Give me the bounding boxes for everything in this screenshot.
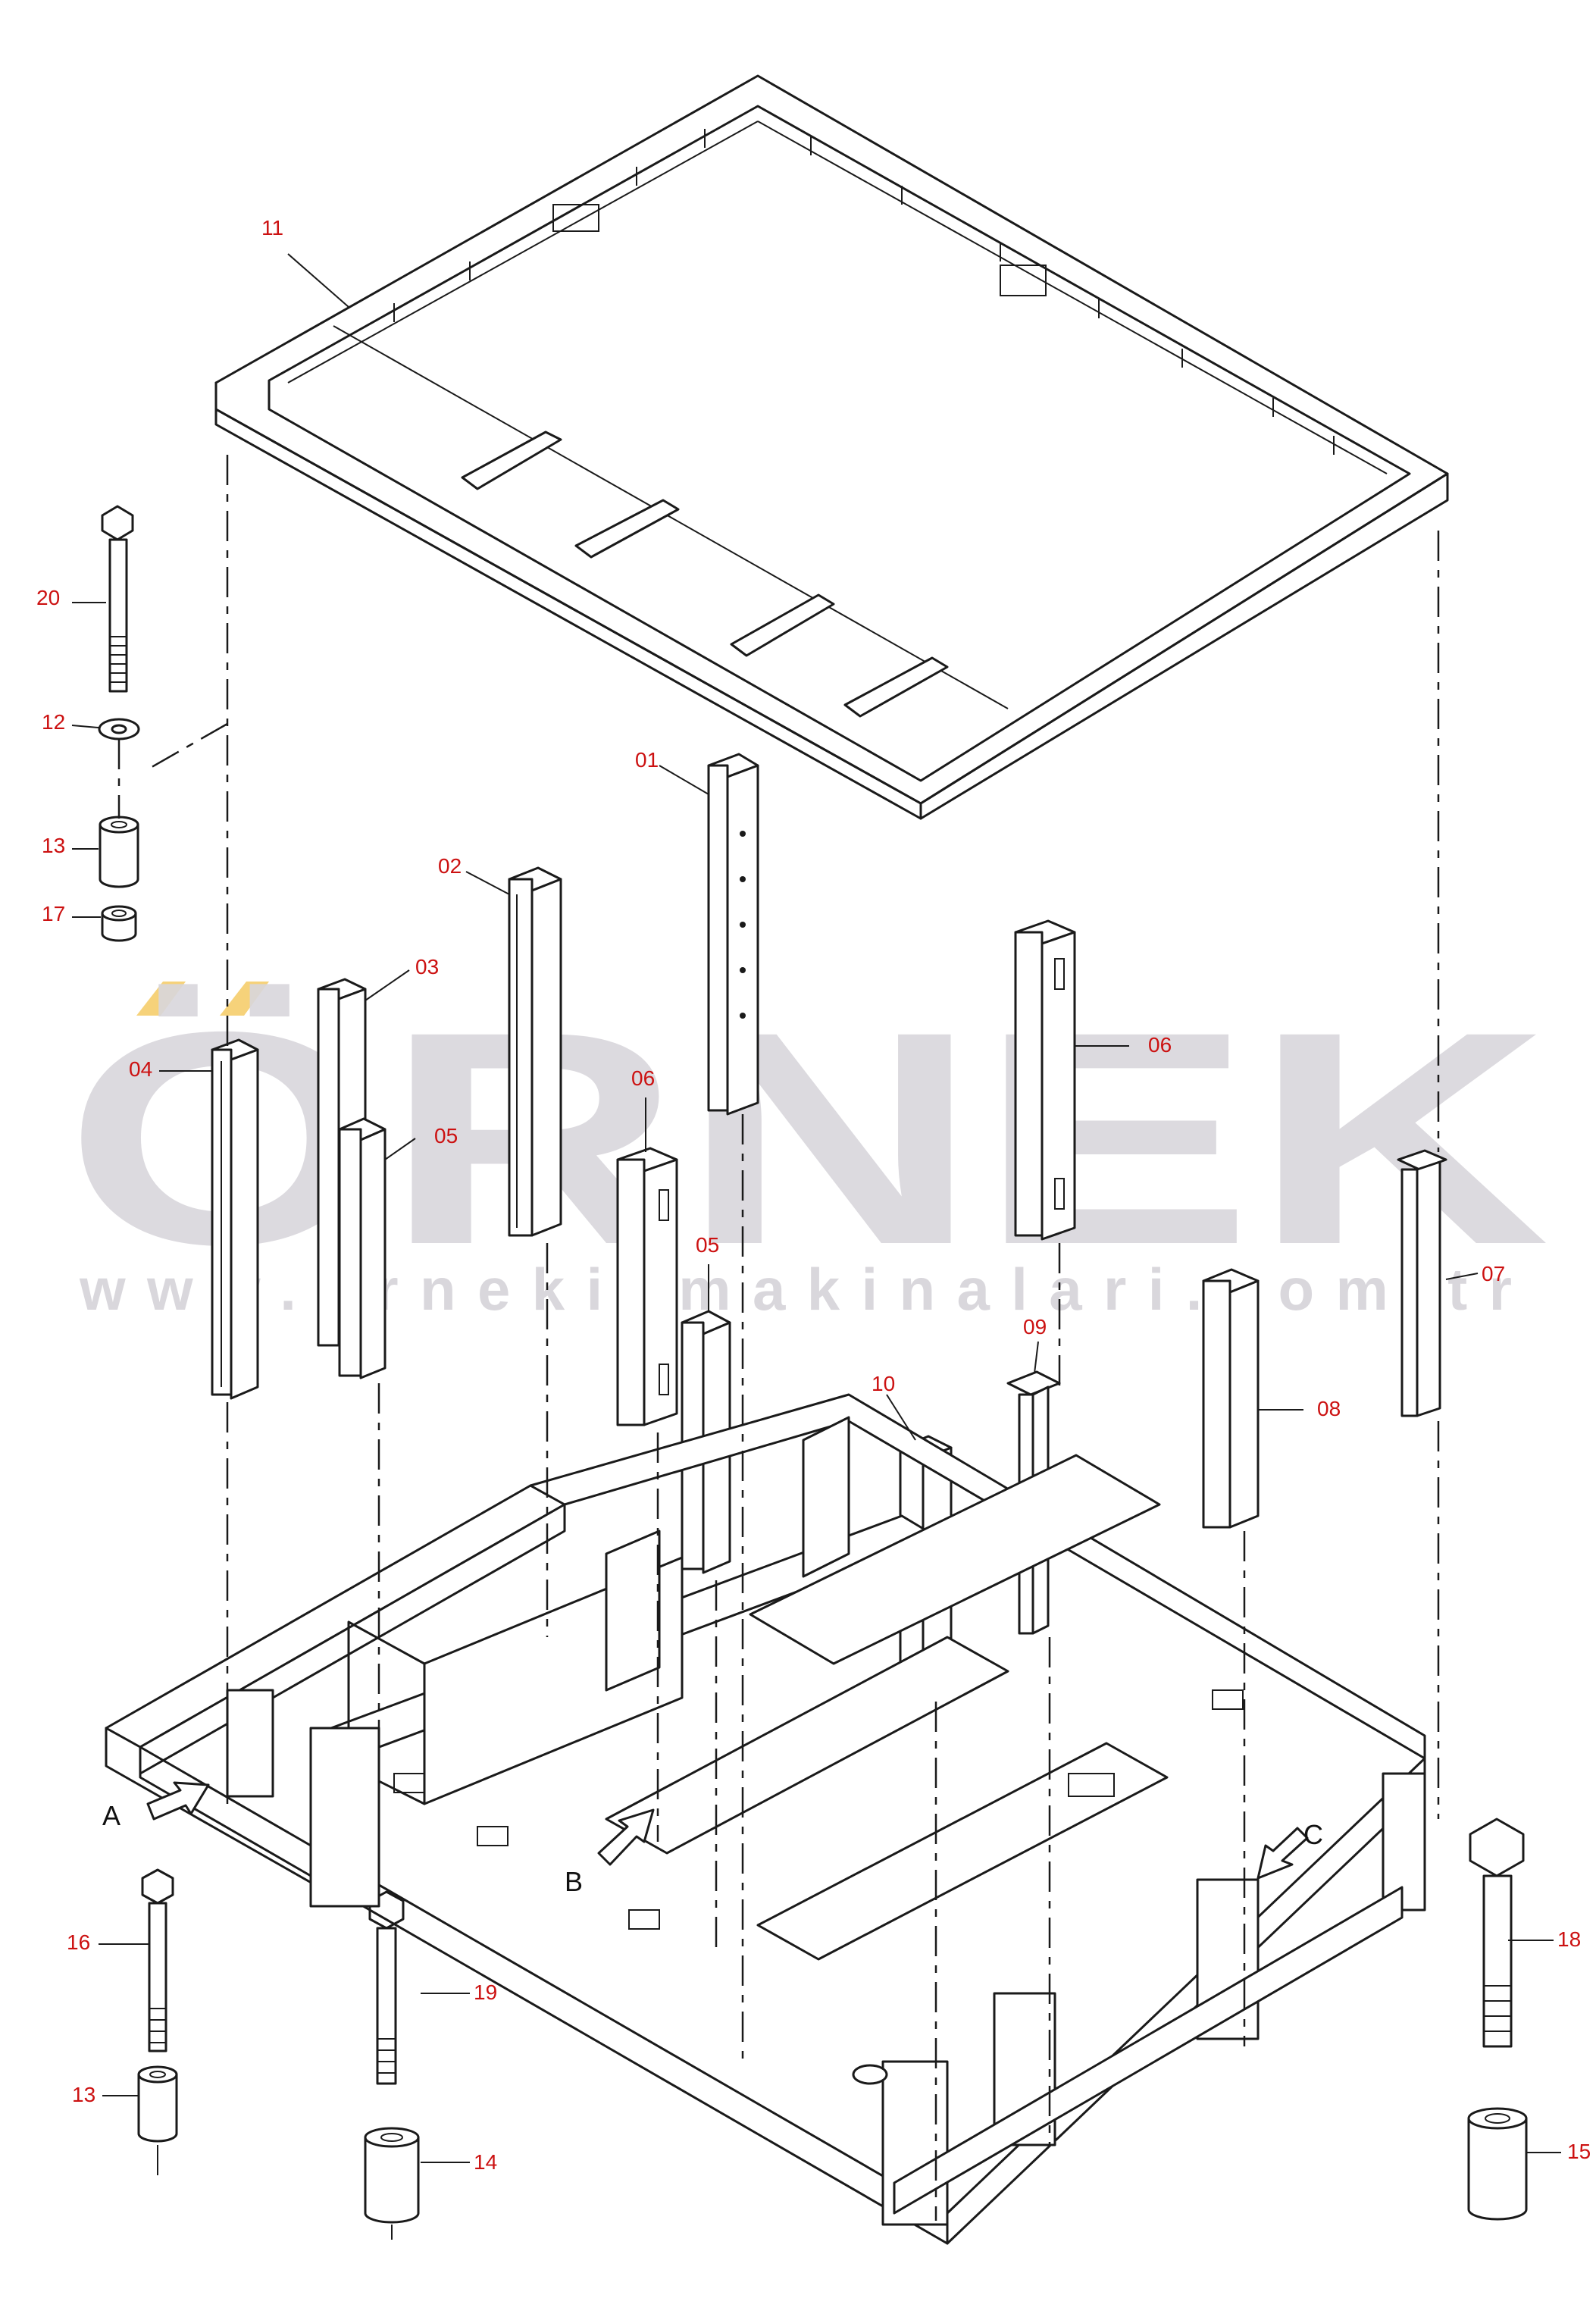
label-04: 04 — [129, 1057, 152, 1081]
column-04 — [211, 1038, 259, 1400]
label-18: 18 — [1557, 1927, 1581, 1951]
column-02 — [508, 866, 562, 1237]
label-08: 08 — [1317, 1397, 1341, 1420]
view-arrow-c-icon — [1256, 1827, 1309, 1880]
column-07 — [1397, 1149, 1447, 1417]
view-label-c: C — [1303, 1819, 1323, 1850]
top-frame — [214, 74, 1449, 820]
column-08 — [1202, 1268, 1260, 1529]
column-06-right — [1014, 919, 1076, 1241]
leader-lines — [71, 253, 1561, 2163]
view-arrow-a-icon — [146, 1781, 210, 1821]
watermark-brand: ÖRNEK — [64, 969, 1550, 1307]
label-19: 19 — [474, 1980, 497, 2004]
label-20: 20 — [36, 586, 60, 609]
bolt-16 — [141, 1868, 174, 2052]
bolt-18 — [1469, 1818, 1525, 2048]
label-05-middle: 05 — [696, 1233, 719, 1257]
label-06-middle: 06 — [631, 1066, 655, 1090]
alignment-lines — [226, 455, 1440, 2221]
view-label-a: A — [102, 1800, 120, 1831]
nut-17 — [101, 905, 137, 942]
column-05-left — [338, 1117, 386, 1379]
view-label-b: B — [565, 1866, 583, 1897]
watermark-accent-right — [220, 982, 269, 1016]
label-01: 01 — [635, 748, 659, 772]
washer-12 — [98, 718, 140, 741]
label-14: 14 — [474, 2150, 497, 2174]
label-02: 02 — [438, 854, 462, 878]
label-07: 07 — [1482, 1262, 1505, 1285]
label-09: 09 — [1023, 1315, 1047, 1339]
watermark-accent-left — [136, 982, 186, 1016]
label-13-upper: 13 — [42, 834, 65, 857]
label-03: 03 — [415, 955, 439, 978]
label-17: 17 — [42, 902, 65, 925]
label-15: 15 — [1567, 2140, 1591, 2163]
column-06-middle — [616, 1147, 678, 1426]
bolt-20 — [101, 505, 134, 693]
label-11: 11 — [261, 216, 283, 240]
label-16: 16 — [67, 1930, 90, 1954]
column-01 — [707, 753, 759, 1116]
view-arrow-b-icon — [597, 1808, 655, 1866]
label-05-left: 05 — [434, 1124, 458, 1148]
spacer-13-upper — [99, 816, 139, 888]
spacer-15 — [1467, 2107, 1528, 2221]
view-arrows: A B C — [102, 1781, 1323, 1897]
spacer-14 — [364, 2127, 420, 2240]
label-06-right: 06 — [1148, 1033, 1172, 1057]
base-frame — [105, 1393, 1426, 2245]
watermark: ÖRNEK www.ornekismakinalari.com.tr — [64, 969, 1550, 1323]
part-numbers: 11 20 12 13 17 01 02 03 04 05 06 06 05 0… — [36, 216, 1591, 2174]
spacer-13-lower — [137, 2065, 178, 2175]
label-12: 12 — [42, 710, 65, 734]
label-13-lower: 13 — [72, 2083, 95, 2106]
label-10: 10 — [872, 1372, 895, 1395]
